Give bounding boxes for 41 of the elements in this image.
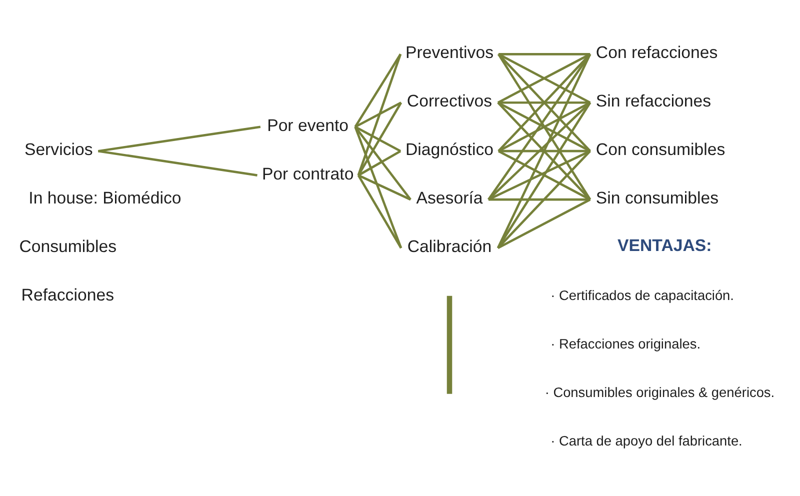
connector <box>98 150 258 176</box>
node-text: Sin refacciones <box>596 92 712 111</box>
connector <box>354 102 402 128</box>
connector <box>488 198 590 201</box>
node-text: Sin consumibles <box>596 188 719 208</box>
label: · Consumibles originales & genéricos. <box>544 384 775 400</box>
connector <box>358 150 402 176</box>
connector <box>497 198 591 250</box>
connector <box>498 53 590 56</box>
node-text: Preventivos <box>406 43 494 62</box>
connector <box>358 174 412 201</box>
connector <box>497 150 591 249</box>
connector <box>496 54 592 248</box>
node-text: Consumibles <box>19 237 117 256</box>
node-text: Servicios <box>24 140 93 160</box>
node-text: Con refacciones <box>596 43 718 62</box>
connector <box>357 102 402 176</box>
connector <box>354 126 402 152</box>
connector <box>354 126 402 248</box>
node-text: Correctivos <box>406 92 492 111</box>
connector <box>498 101 590 104</box>
connector <box>357 174 402 249</box>
connector <box>496 102 592 249</box>
label: · Refacciones originales. <box>550 336 701 352</box>
connector <box>98 126 261 152</box>
connector <box>354 54 402 128</box>
label: · Certificados de capacitación. <box>550 288 734 304</box>
connector <box>498 53 591 152</box>
connector <box>357 54 402 176</box>
node-text: In house: Biomédico <box>28 188 182 208</box>
connector <box>498 150 590 152</box>
label: · Carta de apoyo del fabricante. <box>550 433 742 448</box>
node-text: Calibración <box>407 237 492 256</box>
node-text: Diagnóstico <box>406 140 494 160</box>
node-text: Asesoría <box>416 188 483 208</box>
node-text: Por evento <box>267 116 349 135</box>
node-text: Refacciones <box>21 285 114 304</box>
label: VENTAJAS: <box>618 236 712 255</box>
node-text: Por contrato <box>262 164 354 184</box>
connector <box>354 126 412 200</box>
node-text: Con consumibles <box>596 140 726 160</box>
